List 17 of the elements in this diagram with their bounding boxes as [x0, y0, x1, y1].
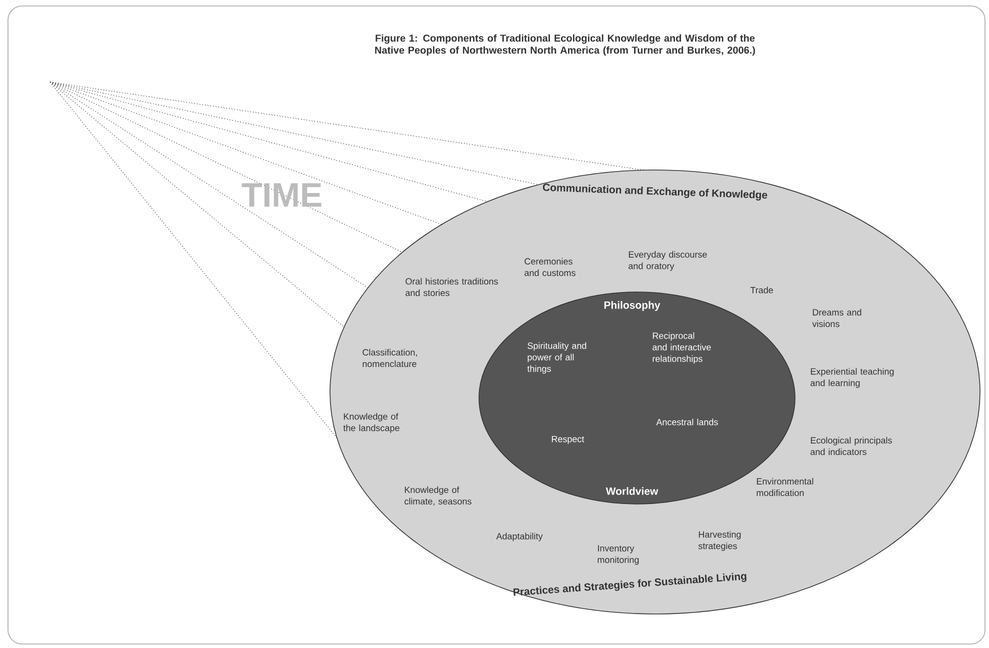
item-label: Respect [552, 436, 584, 444]
item-label: Inventory monitoring [598, 545, 639, 565]
item-label: Spirituality and power of all things [527, 342, 586, 374]
item-label: Ceremonies and customs [524, 258, 576, 276]
item-label: Ecological principals and indicators [810, 436, 892, 456]
item-label: Everyday discourse and oratory [628, 251, 707, 271]
item-label: Knowledge of the landscape [343, 413, 400, 433]
item-label: Ancestral lands [656, 418, 718, 426]
item-label: Classification, nomenclature [362, 348, 417, 368]
time-label: TIME [242, 183, 322, 207]
item-label: Trade [750, 286, 773, 294]
item-label: Dreams and visions [812, 308, 862, 328]
item-label: Experiential teaching and learning [810, 368, 894, 388]
item-label: Reciprocal and interactive relationships [652, 332, 711, 364]
figure-title: Figure 1: Components of Traditional Ecological Knowledge and Wisdom of the Native Peoples of Northwestern North America (from Turner and Burkes, 2006.) [375, 34, 755, 56]
item-label: Adaptability [496, 532, 543, 542]
item-label: Harvesting strategies [698, 531, 741, 551]
